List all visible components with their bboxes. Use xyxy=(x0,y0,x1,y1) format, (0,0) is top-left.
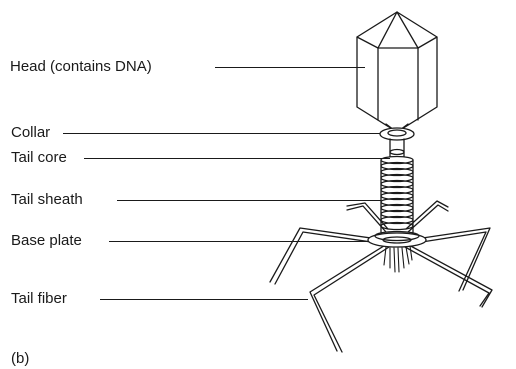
base-plate xyxy=(368,232,426,248)
leader-tail-fiber xyxy=(100,299,308,300)
label-tail-fiber: Tail fiber xyxy=(11,291,67,306)
leader-head xyxy=(215,67,365,68)
head-capsid xyxy=(357,12,437,132)
leader-tail-sheath xyxy=(117,200,381,201)
label-collar: Collar xyxy=(11,125,50,140)
label-tail-core: Tail core xyxy=(11,150,67,165)
panel-label: (b) xyxy=(11,351,29,366)
tail-pins xyxy=(384,246,412,272)
tail-sheath xyxy=(381,157,413,233)
leader-tail-core xyxy=(84,158,390,159)
leader-base-plate xyxy=(109,241,369,242)
label-base-plate: Base plate xyxy=(11,233,82,248)
leader-collar xyxy=(63,133,380,134)
label-head: Head (contains DNA) xyxy=(10,59,152,74)
tail-core xyxy=(390,139,404,158)
label-tail-sheath: Tail sheath xyxy=(11,192,83,207)
